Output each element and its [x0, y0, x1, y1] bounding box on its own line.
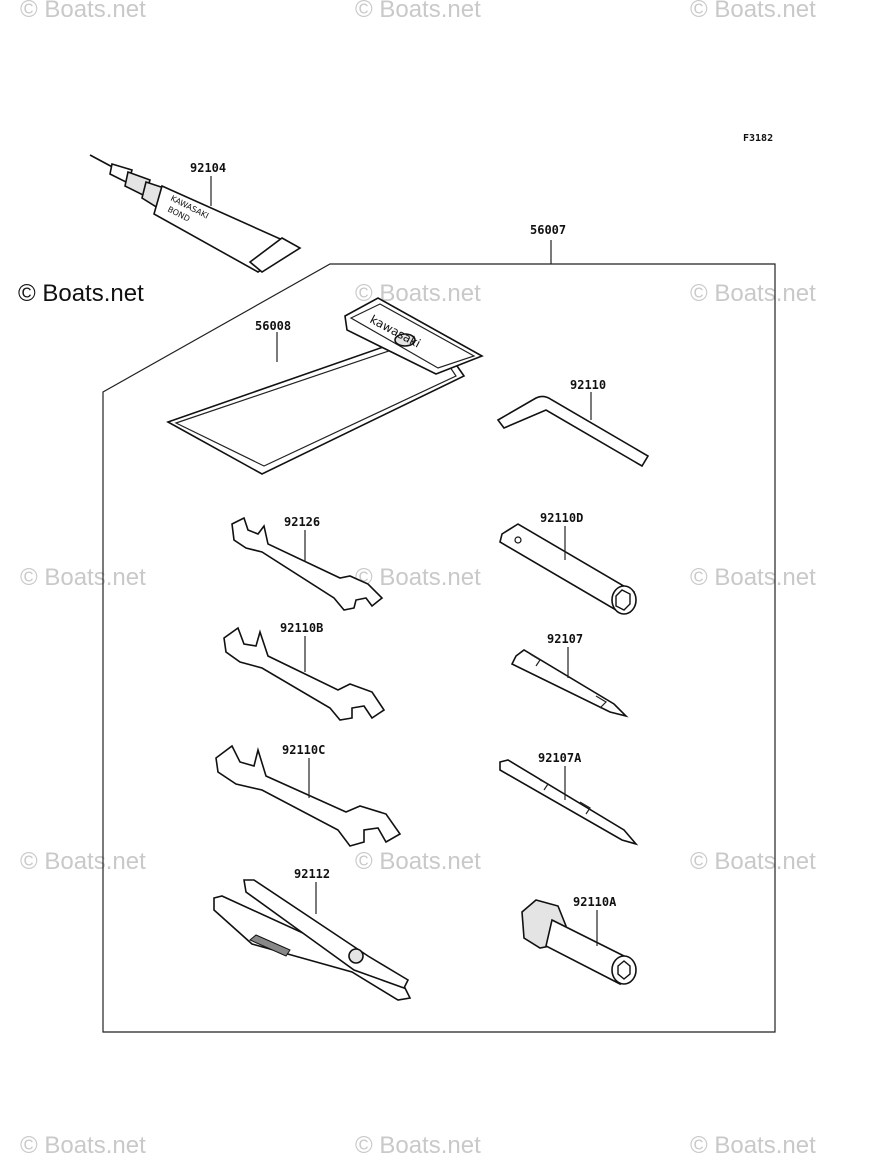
part-number-92112[interactable]: 92112: [294, 867, 330, 881]
screwdriver-bit[interactable]: [499, 759, 639, 846]
watermark-text: © Boats.net: [20, 848, 146, 875]
watermark-text: © Boats.net: [20, 0, 146, 23]
part-number-92107[interactable]: 92107: [547, 632, 583, 646]
bond-tube[interactable]: KAWASAKI BOND: [89, 154, 302, 273]
part-number-92110C[interactable]: 92110C: [282, 743, 325, 757]
watermark-text: © Boats.net: [20, 1132, 146, 1159]
watermark-text: © Boats.net: [20, 564, 146, 591]
wrench-92126[interactable]: [231, 516, 384, 611]
wrench-92110C[interactable]: [215, 744, 402, 847]
watermark-text: © Boats.net: [690, 564, 816, 591]
screwdriver[interactable]: [510, 649, 629, 718]
watermark-text: © Boats.net: [690, 0, 816, 23]
hex-key[interactable]: [496, 395, 650, 468]
watermark-text: © Boats.net: [690, 280, 816, 307]
part-number-56008[interactable]: 56008: [255, 319, 291, 333]
figure-code: F3182: [743, 133, 773, 144]
tool-kit-outline: [102, 263, 776, 1033]
watermark-text: © Boats.net: [355, 564, 481, 591]
part-number-92126[interactable]: 92126: [284, 515, 320, 529]
watermark-text: © Boats.net: [355, 0, 481, 23]
part-number-92104[interactable]: 92104: [190, 161, 226, 175]
watermark-text: © Boats.net: [690, 1132, 816, 1159]
tool-bag[interactable]: kawasaki: [166, 297, 484, 475]
pliers[interactable]: [213, 879, 412, 1001]
socket[interactable]: [521, 899, 637, 986]
watermark-text: © Boats.net: [355, 848, 481, 875]
part-number-92110B[interactable]: 92110B: [280, 621, 323, 635]
watermark-text: © Boats.net: [690, 848, 816, 875]
watermark-layer: © Boats.net © Boats.net © Boats.net © Bo…: [20, 0, 816, 1159]
part-number-92110D[interactable]: 92110D: [540, 511, 583, 525]
part-number-92110[interactable]: 92110: [570, 378, 606, 392]
copyright-notice: © Boats.net: [18, 280, 144, 307]
part-number-92110A[interactable]: 92110A: [573, 895, 617, 909]
watermark-text: © Boats.net: [355, 1132, 481, 1159]
box-wrench[interactable]: [499, 523, 637, 615]
part-number-92107A[interactable]: 92107A: [538, 751, 582, 765]
part-number-56007[interactable]: 56007: [530, 223, 566, 237]
wrench-92110B[interactable]: [223, 626, 386, 721]
